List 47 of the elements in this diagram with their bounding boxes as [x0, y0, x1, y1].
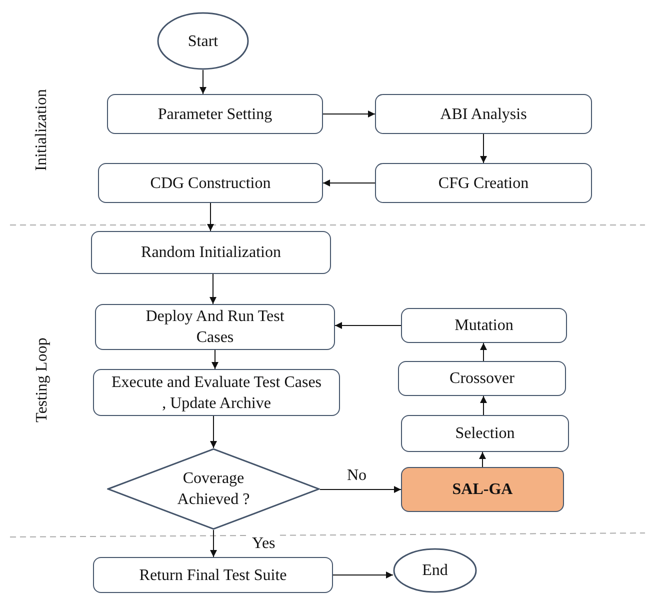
process-box: [375, 163, 592, 203]
terminal-ellipse: [393, 548, 477, 593]
process-box: [93, 557, 333, 593]
node-label: Mutation: [454, 316, 514, 336]
process-box: [375, 94, 592, 134]
arrow: [322, 180, 376, 186]
section-label: Initialization: [32, 89, 51, 171]
process-box: [401, 467, 564, 512]
node-label: CDG Construction: [149, 174, 272, 194]
arrow: [480, 396, 487, 416]
node-label: CFG Creation: [437, 174, 530, 194]
arrow: [480, 134, 487, 164]
arrow: [479, 452, 486, 468]
process-box: [107, 94, 323, 134]
terminal-ellipse: [157, 12, 249, 70]
node-label: Execute and Evaluate Test Cases , Update Archive: [110, 372, 323, 414]
process-box: [91, 231, 331, 274]
node-label: SAL-GA: [451, 480, 514, 500]
arrow: [210, 416, 217, 448]
arrow: [212, 350, 218, 370]
node-label: Return Final Test Suite: [138, 566, 288, 586]
arrow: [207, 202, 214, 232]
process-box: [401, 308, 567, 343]
arrow: [334, 322, 402, 329]
node-label: Selection: [454, 424, 516, 444]
node-label: Start: [186, 32, 220, 52]
node-label: ABI Analysis: [439, 104, 528, 124]
arrow: [320, 486, 402, 493]
node-label: Random Initialization: [140, 243, 282, 263]
node-label: End: [421, 561, 449, 581]
process-box: [401, 415, 569, 452]
arrow: [332, 572, 394, 578]
process-box: [93, 369, 340, 416]
arrow: [322, 110, 376, 118]
process-box: [398, 361, 566, 396]
arrow: [480, 342, 487, 362]
decision-diamond: [107, 448, 320, 530]
arrow: [200, 70, 206, 94]
process-box: [98, 163, 323, 203]
arrow: [210, 274, 216, 304]
process-box: [95, 304, 335, 350]
section-label: Testing Loop: [32, 338, 51, 422]
node-label: Crossover: [448, 369, 516, 389]
node-label: Deploy And Run Test Cases: [144, 307, 286, 348]
node-label: Parameter Setting: [156, 104, 274, 124]
arrow: [210, 530, 217, 558]
node-label: Coverage Achieved ?: [176, 469, 251, 510]
